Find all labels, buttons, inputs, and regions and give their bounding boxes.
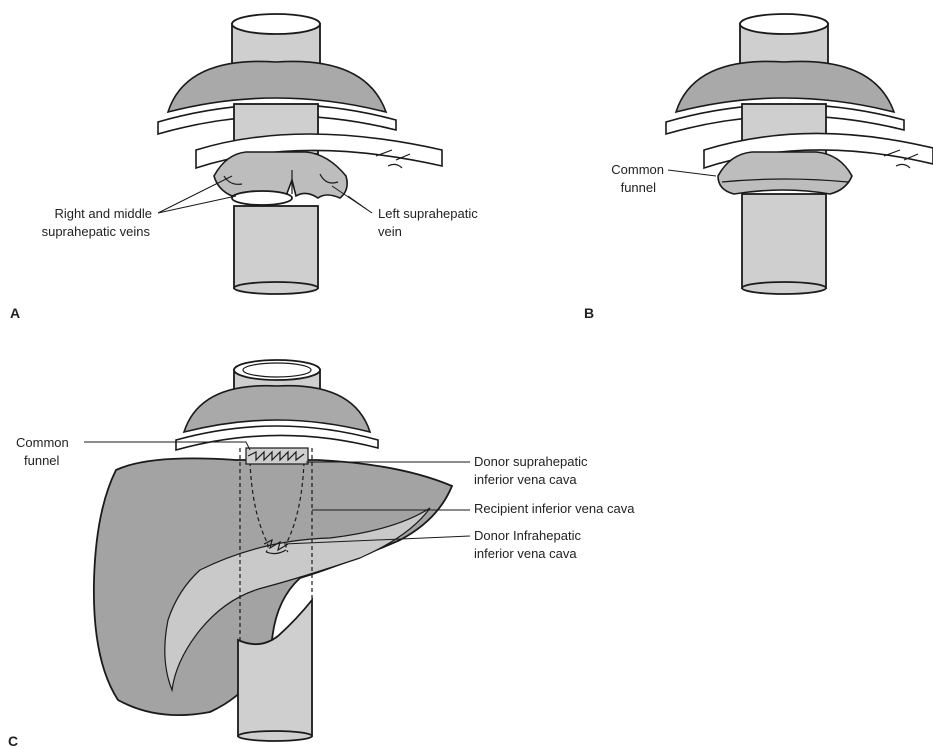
vena-cava-bottom-c [238, 731, 312, 741]
label-right-middle-veins-2: suprahepatic veins [42, 224, 151, 239]
label-left-vein-1: Left suprahepatic [378, 206, 478, 221]
label-common-funnel-b-2: funnel [621, 180, 657, 195]
label-donor-supra-2: inferior vena cava [474, 472, 577, 487]
leader-common-funnel-c [84, 442, 250, 450]
panel-letter-b: B [584, 305, 594, 321]
vena-cava-bottom [234, 282, 318, 294]
label-left-vein-2: vein [378, 224, 402, 239]
common-funnel-cuff [718, 152, 852, 194]
panel-b: Common funnel B [584, 14, 933, 321]
leader-common-funnel-b [668, 170, 716, 176]
venous-cuff [214, 152, 347, 198]
label-common-funnel-c-1: Common [16, 435, 69, 450]
label-donor-infra-2: inferior vena cava [474, 546, 577, 561]
vena-cava-bottom-b [742, 282, 826, 294]
vena-cava-lower [234, 206, 318, 288]
right-middle-vein-opening [232, 191, 292, 205]
label-common-funnel-c-2: funnel [24, 453, 60, 468]
label-donor-infra-1: Donor Infrahepatic [474, 528, 581, 543]
label-right-middle-veins-1: Right and middle [54, 206, 152, 221]
vena-cava-top-opening-b [740, 14, 828, 34]
panel-a: Right and middle suprahepatic veins Left… [10, 14, 478, 321]
vena-cava-top-opening [232, 14, 320, 34]
diaphragm-dome-c [184, 386, 370, 432]
label-donor-supra-1: Donor suprahepatic [474, 454, 588, 469]
panel-letter-a: A [10, 305, 20, 321]
panel-c: Common funnel Donor suprahepatic inferio… [8, 360, 635, 749]
label-recipient-ivc: Recipient inferior vena cava [474, 501, 635, 516]
leader-left-vein [332, 186, 372, 213]
vena-cava-lower-b [742, 194, 826, 288]
diaphragm-band-c [176, 426, 378, 450]
label-common-funnel-b-1: Common [611, 162, 664, 177]
suprahepatic-anastomosis [246, 448, 308, 464]
panel-letter-c: C [8, 733, 18, 749]
